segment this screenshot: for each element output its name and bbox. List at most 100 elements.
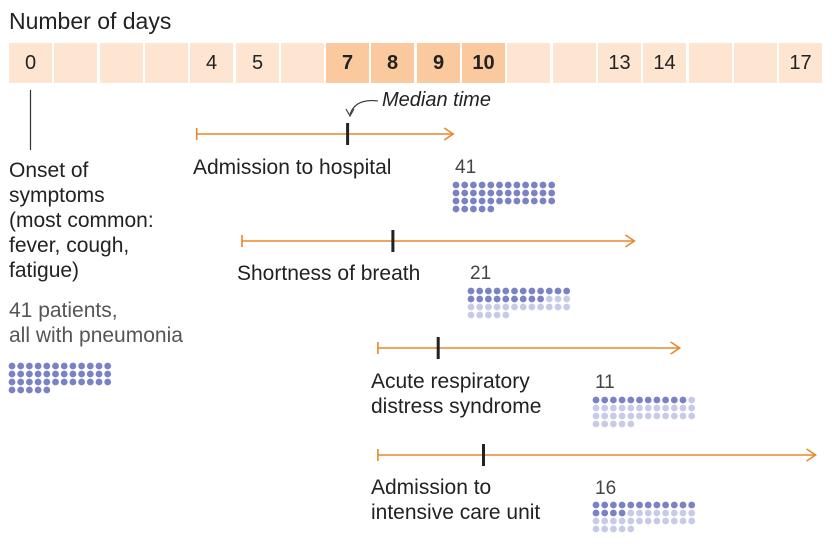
patient-dot xyxy=(653,517,661,525)
patient-dot xyxy=(679,412,687,420)
patients-note: 41 patients, all with pneumonia xyxy=(9,298,183,348)
patient-dot xyxy=(485,287,492,295)
patient-dot xyxy=(627,509,635,517)
stage-label-ards: Acute respiratory distress syndrome xyxy=(371,369,541,419)
patient-dot xyxy=(504,181,512,189)
patient-dot xyxy=(493,311,501,319)
patient-dot xyxy=(513,189,521,197)
patient-dot xyxy=(8,386,16,394)
patients-note-line: all with pneumonia xyxy=(9,324,183,347)
patient-dot xyxy=(636,412,643,420)
patient-dot xyxy=(601,525,609,533)
patient-dot xyxy=(610,509,617,517)
patient-dot xyxy=(644,412,652,420)
median-pointer-head xyxy=(345,108,355,118)
patient-dot xyxy=(644,501,652,509)
patient-dot xyxy=(627,404,635,412)
stage-label-line: Admission to xyxy=(371,476,492,499)
patient-dot xyxy=(17,378,25,386)
patient-dot xyxy=(485,295,492,303)
patient-dot xyxy=(601,420,609,428)
patient-dot xyxy=(493,303,501,311)
patient-dot xyxy=(8,370,16,378)
patient-dot xyxy=(478,197,486,205)
patient-dot xyxy=(679,501,687,509)
patient-dot xyxy=(688,501,696,509)
patient-dot xyxy=(610,525,617,533)
patient-dot xyxy=(644,509,652,517)
patient-dot xyxy=(653,501,661,509)
patient-dot xyxy=(618,396,626,404)
patient-dot xyxy=(461,205,469,213)
patient-dot xyxy=(43,386,51,394)
patient-dot xyxy=(670,509,678,517)
patient-dot xyxy=(592,420,600,428)
patient-dot xyxy=(610,404,617,412)
patient-dot xyxy=(86,370,94,378)
patient-dot xyxy=(8,378,16,386)
patient-dot xyxy=(530,197,538,205)
day-cell: 9 xyxy=(417,43,460,83)
patient-dot xyxy=(95,362,103,370)
patient-dot xyxy=(627,525,635,533)
stage-count-icu: 16 xyxy=(595,478,617,499)
patient-dot xyxy=(34,370,42,378)
patient-dot xyxy=(554,303,562,311)
patient-dot xyxy=(670,412,678,420)
patient-dot xyxy=(618,404,626,412)
patient-dot xyxy=(618,412,626,420)
stage-range-arrowhead xyxy=(443,127,455,141)
stage-label-line: intensive care unit xyxy=(371,501,541,524)
patients-note-line: 41 patients, xyxy=(9,299,118,322)
day-cell xyxy=(553,43,596,83)
patient-dot xyxy=(653,404,661,412)
patient-dot xyxy=(618,501,626,509)
patient-dot xyxy=(688,412,696,420)
patient-dot xyxy=(52,362,59,370)
patient-dot xyxy=(653,396,661,404)
patient-dot xyxy=(592,525,600,533)
stage-range-arrowhead xyxy=(806,448,818,462)
patient-dot xyxy=(627,412,635,420)
patient-dot xyxy=(478,205,486,213)
patient-dot xyxy=(679,396,687,404)
patient-dot xyxy=(86,378,94,386)
patient-dot xyxy=(470,197,477,205)
patient-dot xyxy=(537,303,544,311)
patient-dot xyxy=(601,509,609,517)
patient-dot xyxy=(601,396,609,404)
onset-line: (most common: xyxy=(9,209,154,232)
patient-dot xyxy=(467,311,475,319)
patient-dot xyxy=(528,287,536,295)
day-cell: 17 xyxy=(779,43,822,83)
patient-dot xyxy=(636,517,643,525)
onset-line: symptoms xyxy=(9,184,105,207)
stage-count-ards: 11 xyxy=(595,372,615,393)
day-cell: 0 xyxy=(9,43,52,83)
patient-dot xyxy=(618,517,626,525)
patient-dot xyxy=(662,404,669,412)
patient-dot xyxy=(528,303,536,311)
patient-dot xyxy=(476,303,484,311)
patient-dot xyxy=(86,362,94,370)
patient-dot xyxy=(78,378,85,386)
patient-dot xyxy=(528,295,536,303)
day-cell: 14 xyxy=(643,43,686,83)
stage-label-line: distress syndrome xyxy=(371,395,542,418)
patient-dot xyxy=(662,396,669,404)
patient-dot xyxy=(670,501,678,509)
patient-dot xyxy=(485,311,492,319)
patient-dot xyxy=(511,287,518,295)
patient-dot xyxy=(467,295,475,303)
chart-title: Number of days xyxy=(9,8,172,34)
patient-dot xyxy=(670,517,678,525)
patient-dot xyxy=(610,517,617,525)
stage-range-arrowhead xyxy=(624,234,636,248)
day-cell: 4 xyxy=(190,43,233,83)
patient-dot xyxy=(679,517,687,525)
patient-dot xyxy=(493,295,501,303)
patient-dot xyxy=(34,378,42,386)
patient-dot xyxy=(496,181,503,189)
patient-dot xyxy=(688,509,696,517)
patient-dot xyxy=(519,303,527,311)
